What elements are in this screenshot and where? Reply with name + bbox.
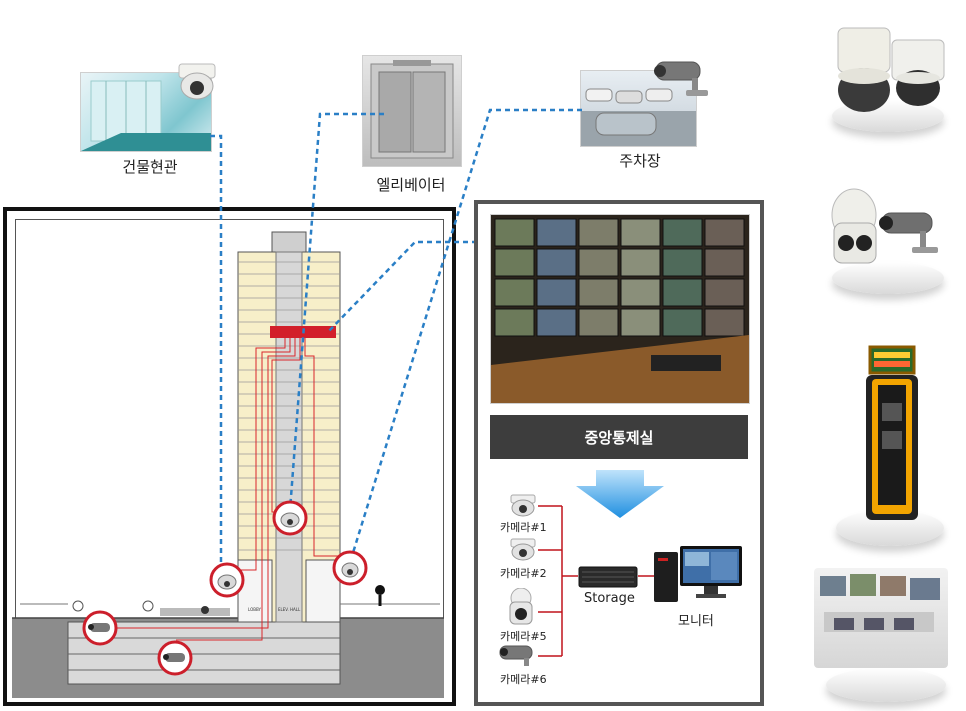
wall-screen: [494, 248, 535, 277]
wall-screen: [620, 218, 661, 247]
wall-screen: [704, 248, 745, 277]
camera-1-label: 카메라#1: [500, 521, 547, 534]
wall-screen: [536, 248, 577, 277]
system-diagram: [538, 505, 654, 657]
control-room-link: [327, 240, 486, 333]
running-person-icon: [375, 585, 385, 595]
wall-screen: [578, 278, 619, 307]
camera-wiring: [103, 338, 349, 641]
control-room-product-photo: [814, 568, 948, 668]
elevator-link: [288, 112, 384, 511]
person-marker: [201, 606, 209, 614]
wall-screen: [620, 248, 661, 277]
dome-cameras-product-icon: [832, 20, 952, 124]
wall-screen: [494, 218, 535, 247]
wall-screen: [662, 218, 703, 247]
lobby-label: 건물현관: [122, 158, 178, 176]
wall-screen: [494, 308, 535, 337]
network-links: [210, 108, 582, 572]
camera-ring-2: [209, 562, 245, 598]
parking-cars: [581, 88, 696, 146]
wall-screen: [536, 218, 577, 247]
pedestal-2: [832, 262, 944, 294]
lobby-floor-label: LOBBY: [248, 607, 261, 612]
video-wall: [491, 215, 749, 403]
wall-screen: [620, 278, 661, 307]
camera-2-label: 카메라#2: [500, 567, 547, 580]
lobby-link: [210, 134, 223, 572]
down-arrow-icon: [576, 470, 664, 518]
wall-screen: [704, 278, 745, 307]
wall-screen: [704, 308, 745, 337]
control-room-title: 중앙통제실: [490, 415, 748, 459]
elevator-core: [275, 251, 303, 623]
camera-2-icon: [508, 538, 538, 566]
emergency-pole-product-icon: [862, 345, 922, 529]
wall-screen: [494, 278, 535, 307]
camera-6-label: 카메라#6: [500, 673, 547, 686]
elevator-interior: [370, 60, 454, 159]
camera-ring-5: [157, 640, 193, 676]
camera-1-icon: [508, 494, 538, 522]
elevator-label: 엘리베이터: [376, 176, 446, 194]
system-wiring: [538, 505, 654, 657]
monitor-icon: [652, 544, 744, 610]
dome-camera-icon: [175, 62, 219, 106]
bullet-camera-icon: [652, 56, 714, 104]
parking-photo: [580, 70, 697, 147]
storage-label: Storage: [584, 591, 635, 606]
ptz-bullet-product-icon: [826, 185, 946, 279]
wall-screen: [704, 218, 745, 247]
wall-screen: [662, 248, 703, 277]
wall-screen: [578, 308, 619, 337]
lobby-scene: [81, 80, 211, 151]
monitor-label: 모니터: [678, 614, 714, 629]
elevator-photo: [362, 55, 462, 167]
camera-ring-1: [272, 500, 308, 536]
camera-ring-3: [332, 550, 368, 586]
camera-ring-4: [82, 610, 118, 646]
wall-screen: [620, 308, 661, 337]
wall-screen: [662, 278, 703, 307]
camera-5-icon: [506, 587, 536, 630]
wall-screen: [662, 308, 703, 337]
wall-screen: [578, 248, 619, 277]
camera-5-label: 카메라#5: [500, 630, 547, 643]
wall-screen: [536, 308, 577, 337]
parking-link: [350, 108, 582, 557]
control-room-photo: [490, 214, 750, 404]
pedestal-4: [826, 668, 946, 702]
wall-screen: [536, 278, 577, 307]
storage-icon: [578, 566, 638, 592]
camera-6-icon: [498, 642, 538, 674]
elevator-hall-label: ELEV. HALL: [278, 607, 301, 612]
parking-label: 주차장: [619, 152, 661, 170]
wall-screen: [578, 218, 619, 247]
